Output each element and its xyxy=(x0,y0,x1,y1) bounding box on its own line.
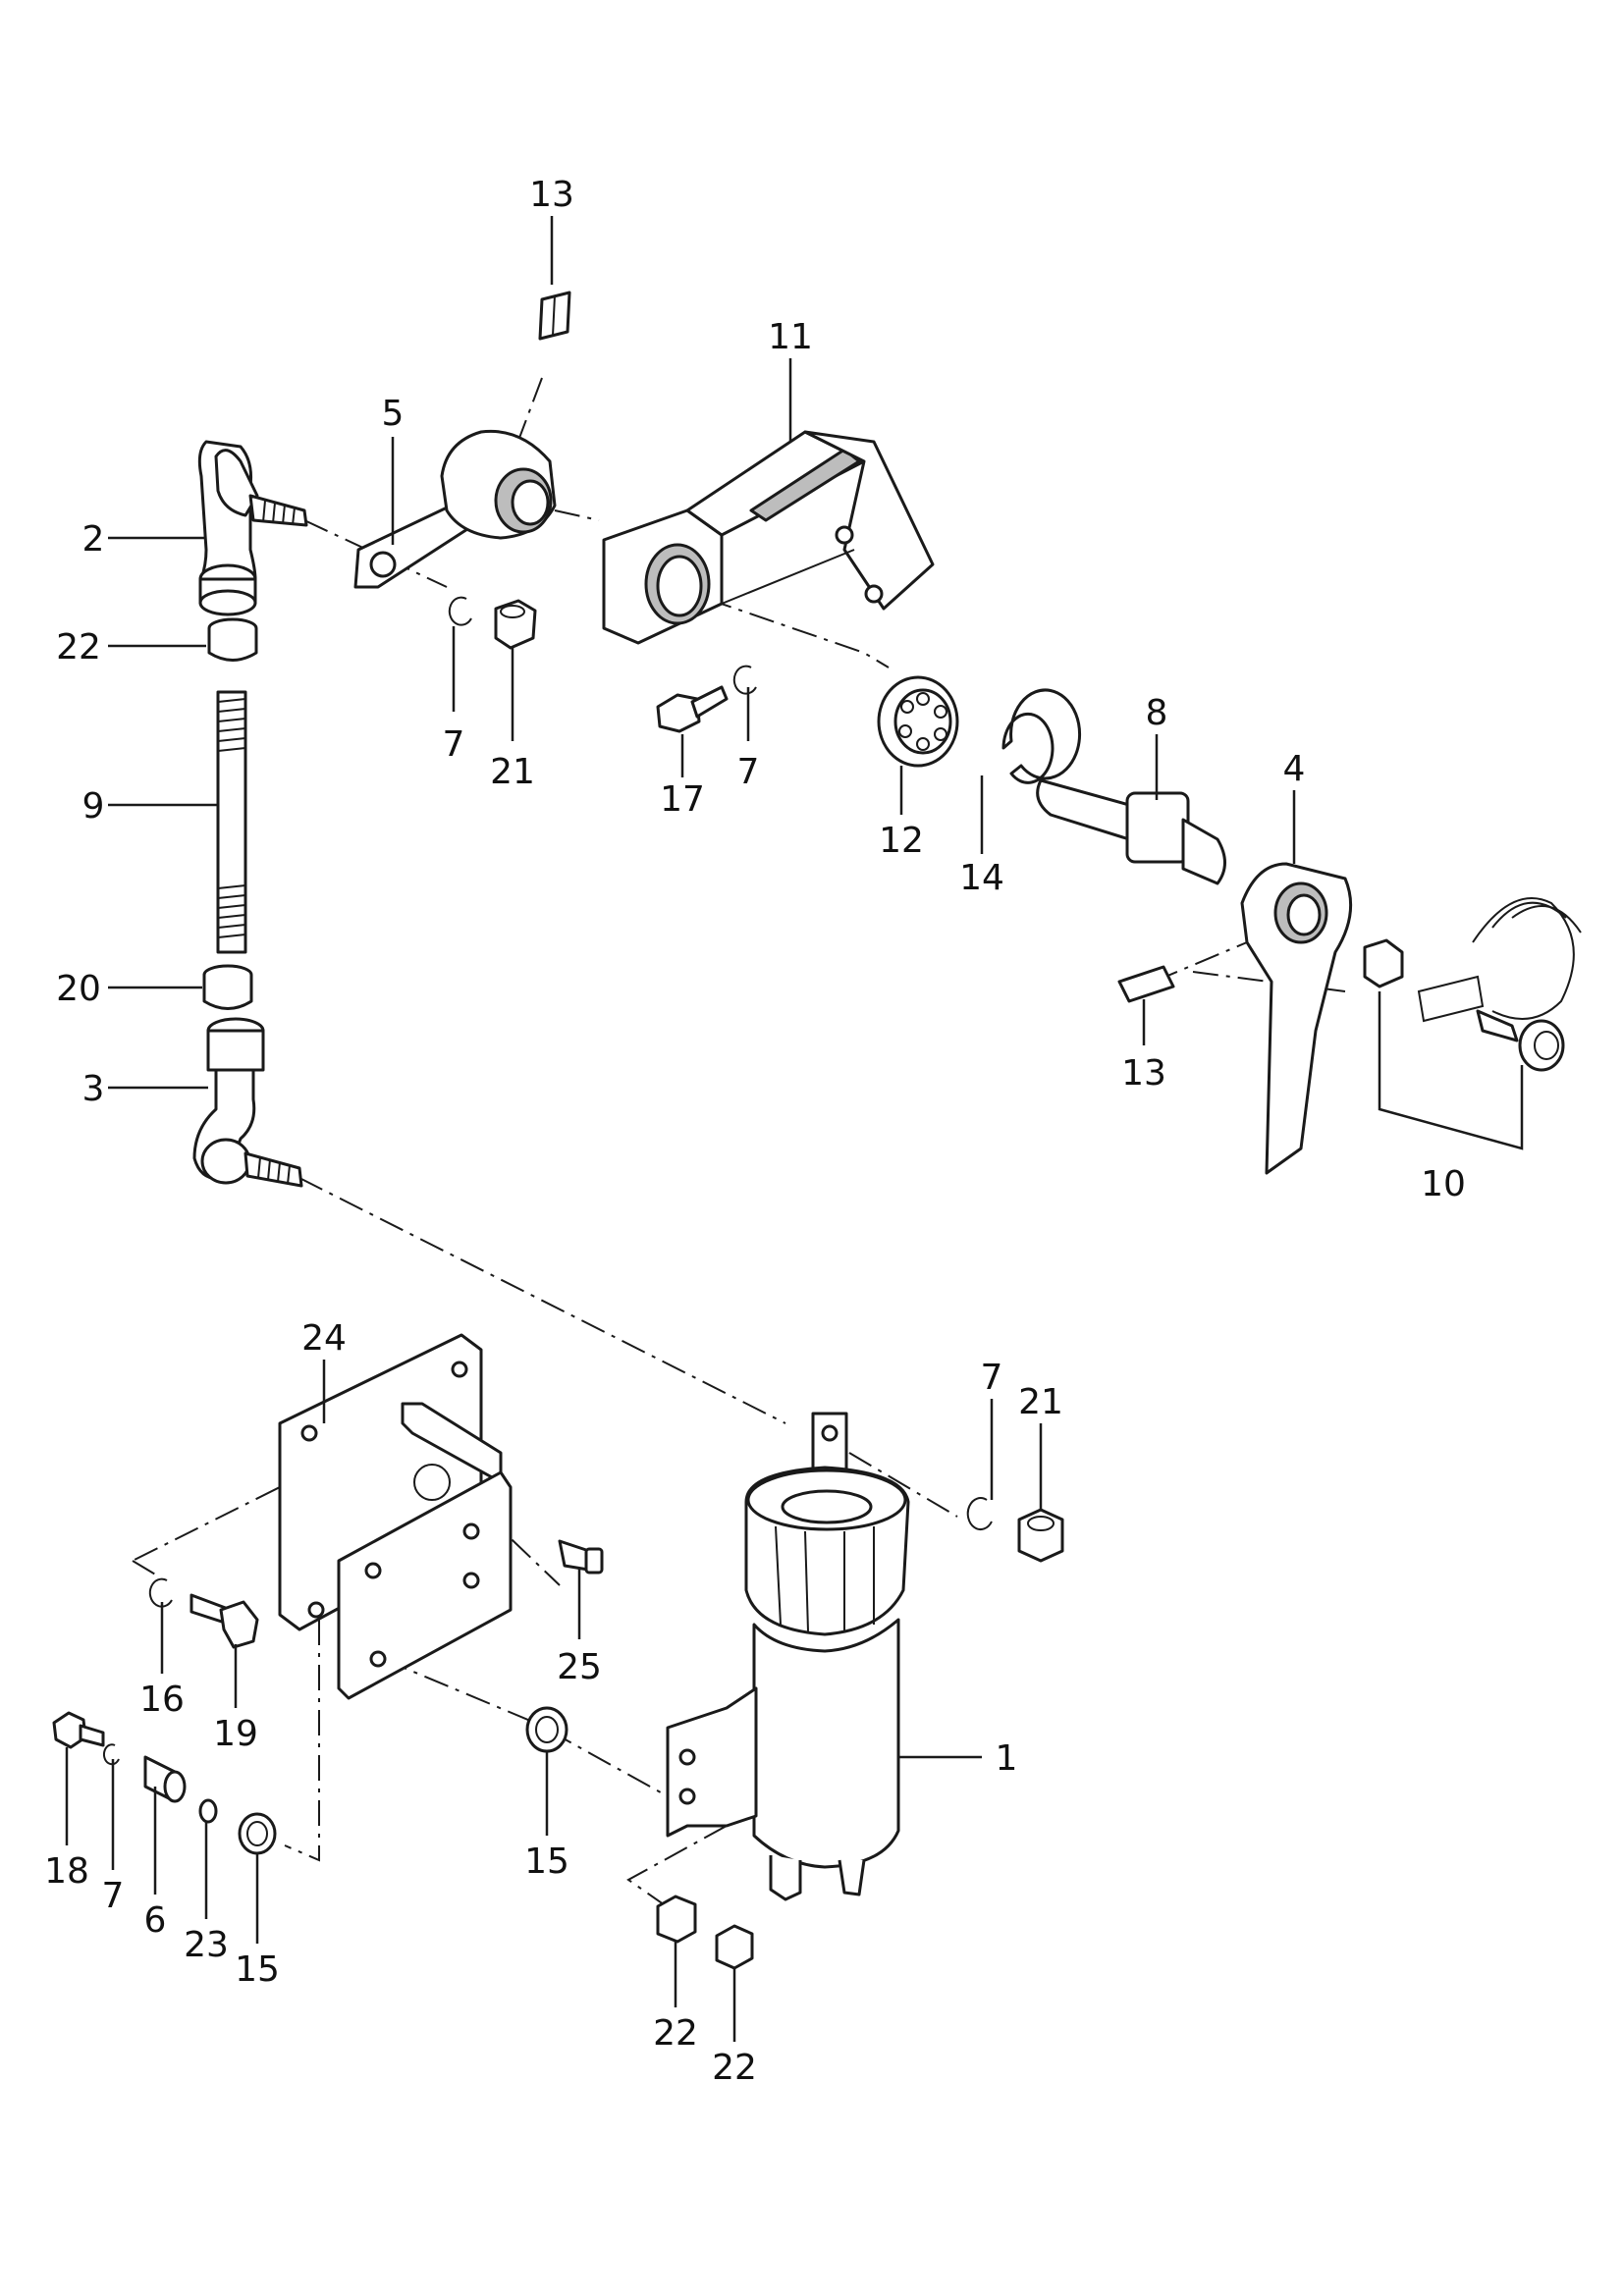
callout-15-lower: 15 xyxy=(235,1949,280,1990)
part-9-threaded-rod xyxy=(216,690,247,954)
callout-14: 14 xyxy=(959,858,1004,898)
part-22-nut-lower-b xyxy=(715,1924,754,1970)
part-4-throttle-lever xyxy=(1240,862,1353,1175)
callout-25: 25 xyxy=(557,1647,602,1687)
callout-13-top: 13 xyxy=(529,175,574,215)
part-23-washer xyxy=(198,1798,218,1824)
callout-17: 17 xyxy=(660,779,705,820)
part-16-clip xyxy=(148,1577,173,1608)
part-10-stop-assembly xyxy=(1363,897,1582,1150)
callout-7-bottom: 7 xyxy=(102,1876,125,1916)
callout-2: 2 xyxy=(82,519,105,560)
part-24-mounting-plate xyxy=(278,1333,513,1700)
part-17-bolt xyxy=(656,685,729,733)
part-18-bolt xyxy=(52,1711,105,1749)
assembly-centerlines xyxy=(132,377,1346,1915)
part-21-nut-upper xyxy=(494,599,537,650)
callout-12: 12 xyxy=(879,821,924,861)
part-21-nut-lower xyxy=(1017,1508,1064,1563)
callout-11: 11 xyxy=(768,317,813,357)
callout-9: 9 xyxy=(82,786,105,827)
callout-15-mid: 15 xyxy=(524,1842,569,1882)
callout-4: 4 xyxy=(1283,749,1306,789)
callout-24: 24 xyxy=(301,1318,347,1359)
part-6-spacer xyxy=(143,1755,187,1803)
callout-23: 23 xyxy=(184,1925,229,1965)
callout-21-upper: 21 xyxy=(490,752,535,792)
part-3-rod-end-lower xyxy=(192,1017,303,1188)
part-13-pin-lower xyxy=(1117,965,1175,1003)
callout-8: 8 xyxy=(1146,693,1168,733)
part-20-nut xyxy=(202,964,253,1010)
part-14-snap-ring xyxy=(1001,688,1082,784)
part-13-pin-top xyxy=(538,291,571,341)
callout-16: 16 xyxy=(139,1680,185,1720)
part-12-bearing xyxy=(877,675,959,768)
callout-10: 10 xyxy=(1421,1164,1466,1204)
callout-22-lower-a: 22 xyxy=(653,2013,698,2054)
part-1-solenoid xyxy=(666,1412,910,1901)
part-25-screw xyxy=(558,1539,604,1575)
callout-22-lower-b: 22 xyxy=(712,2048,757,2088)
part-22-nut-lower-a xyxy=(656,1895,697,1944)
leader-lines xyxy=(65,216,1296,2042)
part-2-rod-end-upper xyxy=(197,440,308,616)
callout-20: 20 xyxy=(56,969,101,1009)
part-5-lever-arm xyxy=(353,429,557,589)
part-7-clip-mid xyxy=(732,665,757,695)
part-7-clip-bottom xyxy=(102,1743,120,1766)
callout-1: 1 xyxy=(996,1738,1018,1779)
part-7-clip-upper xyxy=(448,596,472,626)
part-7-clip-lower xyxy=(966,1497,993,1531)
part-15-bushing-mid xyxy=(525,1706,568,1753)
part-19-bolt xyxy=(189,1593,259,1649)
callout-3: 3 xyxy=(82,1069,105,1109)
callout-18: 18 xyxy=(44,1851,89,1892)
callout-19: 19 xyxy=(213,1714,258,1754)
part-8-shaft xyxy=(1036,778,1226,885)
part-11-bracket xyxy=(602,430,935,645)
callout-7-mid: 7 xyxy=(737,752,760,792)
callout-6: 6 xyxy=(144,1900,167,1941)
callout-5: 5 xyxy=(382,394,405,434)
callout-7-lower: 7 xyxy=(981,1358,1003,1398)
callout-labels: 13 11 5 2 22 7 21 17 7 12 14 8 4 9 20 13… xyxy=(44,175,1466,2088)
callout-13-lower: 13 xyxy=(1121,1053,1166,1094)
callout-22-upper: 22 xyxy=(56,627,101,667)
callout-7-upper: 7 xyxy=(443,724,465,765)
callout-21-lower: 21 xyxy=(1018,1382,1063,1422)
part-22-nut-upper xyxy=(207,617,258,662)
part-15-bushing-lower xyxy=(238,1812,277,1855)
